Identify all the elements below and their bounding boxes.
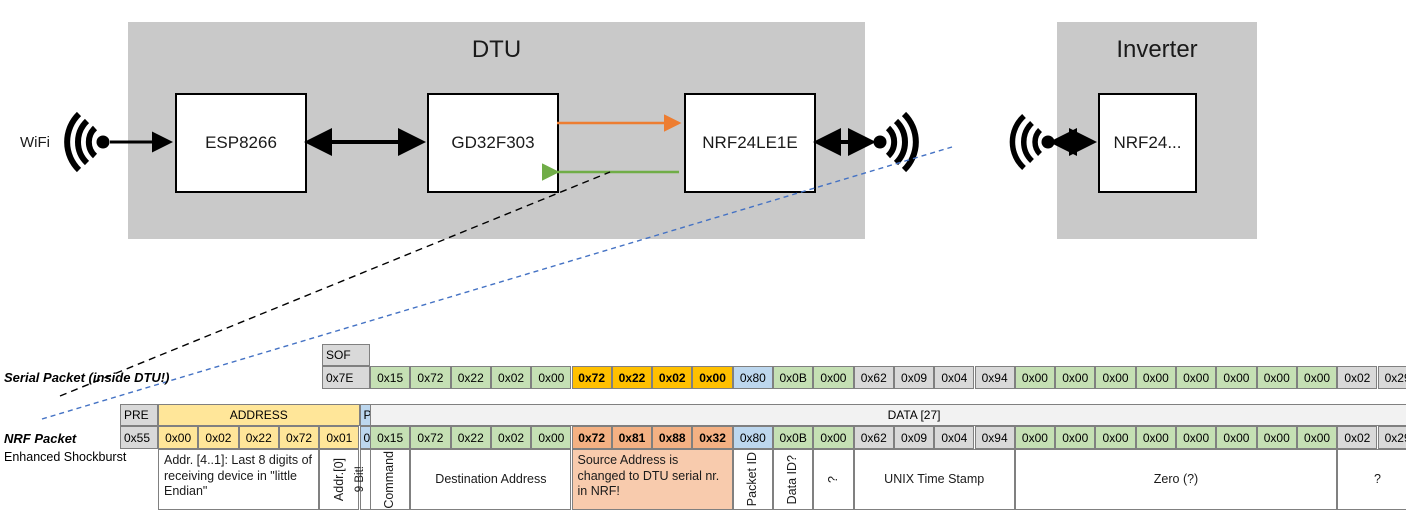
chip-gd32f303[interactable]: GD32F303 (427, 93, 559, 193)
nrf-byte-25: 0x29 (1377, 426, 1406, 449)
serial-byte-23: 0x00 (1296, 366, 1338, 389)
serial-byte-15: 0x94 (974, 366, 1015, 389)
nrf-byte-9: 0x80 (732, 426, 773, 449)
serial-byte-1: 0x72 (410, 366, 451, 389)
chip-nrf24le1e[interactable]: NRF24LE1E (684, 93, 816, 193)
chip-nrf24[interactable]: NRF24... (1098, 93, 1197, 193)
nrf-address-byte-2: 0x22 (238, 426, 279, 449)
nrf-address-header: ADDRESS (158, 404, 360, 426)
nrf-byte-18: 0x00 (1095, 426, 1136, 449)
serial-byte-9: 0x80 (732, 366, 773, 389)
nrf-address-byte-1: 0x02 (198, 426, 239, 449)
callout-line-serial (59, 171, 611, 397)
annotation-source: Source Address is changed to DTU serial … (571, 449, 733, 510)
nrf-byte-20: 0x00 (1176, 426, 1217, 449)
serial-byte-2: 0x22 (450, 366, 491, 389)
nrf-packet-label: NRF Packet (4, 431, 77, 446)
nrf-pre-header: PRE (120, 404, 158, 426)
serial-byte-25: 0x29 (1377, 366, 1406, 389)
wifi-label: WiFi (20, 134, 50, 151)
serial-byte-8: 0x00 (692, 366, 733, 389)
nrf-byte-11: 0x00 (813, 426, 854, 449)
inverter-title: Inverter (1116, 36, 1198, 63)
serial-byte-3: 0x02 (490, 366, 532, 389)
serial-byte-17: 0x00 (1055, 366, 1096, 389)
annotation-address: Addr. [4..1]: Last 8 digits of receiving… (158, 449, 320, 510)
nrf-byte-15: 0x94 (974, 426, 1015, 449)
serial-byte-0: 0x15 (370, 366, 411, 389)
nrf-data-header: DATA [27] (370, 404, 1406, 426)
serial-byte-16: 0x00 (1014, 366, 1056, 389)
serial-byte-7: 0x02 (652, 366, 693, 389)
annotation-packet-id: Packet ID (732, 449, 773, 510)
nrf-byte-8: 0x32 (692, 426, 733, 449)
nrf-byte-21: 0x00 (1216, 426, 1257, 449)
nrf-byte-17: 0x00 (1055, 426, 1096, 449)
nrf-byte-4: 0x00 (531, 426, 572, 449)
nrf-byte-2: 0x22 (450, 426, 491, 449)
chip-nrf24le1e-label: NRF24LE1E (702, 133, 798, 152)
annotation-question: ? (1337, 449, 1406, 510)
serial-byte-24: 0x02 (1337, 366, 1378, 389)
nrf-byte-19: 0x00 (1135, 426, 1176, 449)
nrf-byte-14: 0x04 (934, 426, 975, 449)
serial-byte-20: 0x00 (1176, 366, 1217, 389)
annotation-zero: Zero (?) (1014, 449, 1338, 510)
nrf-pre-value: 0x55 (120, 426, 158, 449)
nrf-byte-3: 0x02 (490, 426, 532, 449)
nrf-address-byte-3: 0x72 (278, 426, 320, 449)
nrf-byte-0: 0x15 (370, 426, 411, 449)
nrf-byte-7: 0x88 (652, 426, 693, 449)
serial-sof-header: SOF (322, 344, 370, 366)
serial-packet-label: Serial Packet (inside DTU!) (4, 370, 170, 385)
serial-byte-5: 0x72 (571, 366, 612, 389)
nrf-byte-10: 0x0B (773, 426, 814, 449)
wifi-antenna-icon (64, 111, 110, 173)
serial-byte-6: 0x22 (611, 366, 653, 389)
chip-nrf24-label: NRF24... (1113, 133, 1182, 152)
nrf-byte-1: 0x72 (410, 426, 451, 449)
nrf-byte-5: 0x72 (571, 426, 612, 449)
annotation-command: Command (370, 449, 411, 510)
serial-byte-13: 0x09 (893, 366, 935, 389)
annotation-addr0: Addr.[0] (319, 449, 360, 510)
nrf-packet-sublabel: Enhanced Shockburst (4, 450, 127, 464)
nrf-byte-24: 0x02 (1337, 426, 1378, 449)
chip-esp8266-label: ESP8266 (205, 133, 277, 152)
chip-gd32f303-label: GD32F303 (451, 133, 535, 152)
nrf-address-byte-0: 0x00 (158, 426, 199, 449)
nrf-address-byte-4: 0x01 (319, 426, 360, 449)
annotation-data-id: Data ID? (773, 449, 814, 510)
serial-byte-10: 0x0B (773, 366, 814, 389)
nrf-byte-23: 0x00 (1296, 426, 1338, 449)
chip-esp8266[interactable]: ESP8266 (175, 93, 307, 193)
nrf-byte-16: 0x00 (1014, 426, 1056, 449)
nrf-byte-12: 0x62 (853, 426, 894, 449)
radio-antenna-dtu-icon (873, 111, 919, 173)
serial-byte-21: 0x00 (1216, 366, 1257, 389)
dtu-title: DTU (471, 36, 522, 63)
nrf-byte-13: 0x09 (893, 426, 935, 449)
serial-sof-value: 0x7E (322, 366, 370, 389)
serial-byte-11: 0x00 (813, 366, 854, 389)
annotation-unix-timestamp: UNIX Time Stamp (853, 449, 1015, 510)
serial-byte-18: 0x00 (1095, 366, 1136, 389)
nrf-byte-22: 0x00 (1256, 426, 1297, 449)
serial-byte-14: 0x04 (934, 366, 975, 389)
annotation-destination: Destination Address (410, 449, 572, 510)
annotation-tilde: ? (813, 449, 854, 510)
serial-byte-12: 0x62 (853, 366, 894, 389)
radio-antenna-inverter-icon (1009, 113, 1055, 171)
nrf-byte-6: 0x81 (611, 426, 653, 449)
serial-byte-22: 0x00 (1256, 366, 1297, 389)
serial-byte-4: 0x00 (531, 366, 572, 389)
serial-byte-19: 0x00 (1135, 366, 1176, 389)
